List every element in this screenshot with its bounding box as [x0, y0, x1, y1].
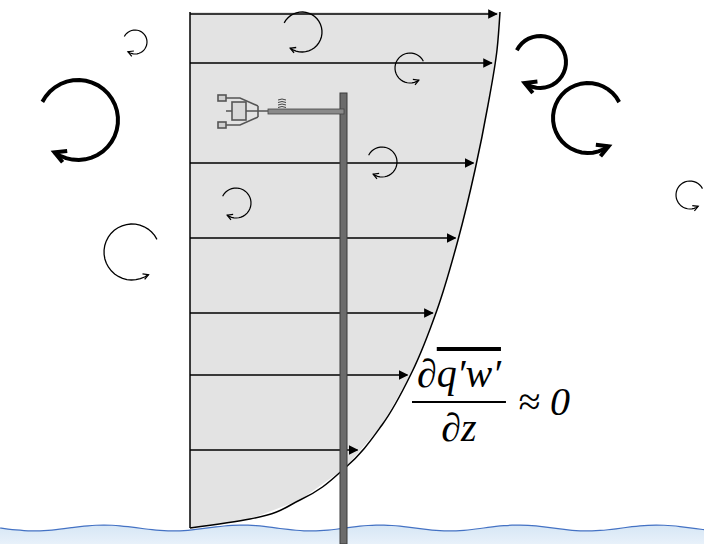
eddy	[676, 181, 702, 211]
eddy	[517, 36, 566, 93]
velocity-arrow	[190, 374, 407, 376]
approx-zero: ≈ 0	[518, 382, 570, 422]
sonic-anemometer	[218, 95, 268, 128]
velocity-arrow	[190, 237, 455, 239]
mast	[340, 93, 347, 544]
partial-z: ∂z	[441, 408, 476, 448]
eddy	[553, 83, 619, 156]
eddy	[284, 12, 322, 53]
water	[0, 525, 704, 544]
water-surface	[0, 525, 704, 531]
eddy	[395, 53, 423, 85]
partial-symbol: ∂	[417, 354, 437, 394]
fraction-bar	[412, 401, 506, 403]
velocity-arrow	[190, 449, 357, 451]
velocity-arrow	[190, 13, 497, 15]
eddy	[369, 147, 397, 179]
covariance-term: q′w′	[437, 354, 501, 394]
sensor-housing	[278, 99, 286, 108]
eddy	[42, 80, 118, 162]
eddy	[104, 224, 157, 280]
eddy	[223, 188, 251, 220]
boom-arm	[268, 109, 344, 114]
velocity-arrow	[190, 312, 433, 314]
eddy	[124, 30, 147, 56]
velocity-arrow	[190, 162, 473, 164]
velocity-arrow	[190, 62, 492, 64]
